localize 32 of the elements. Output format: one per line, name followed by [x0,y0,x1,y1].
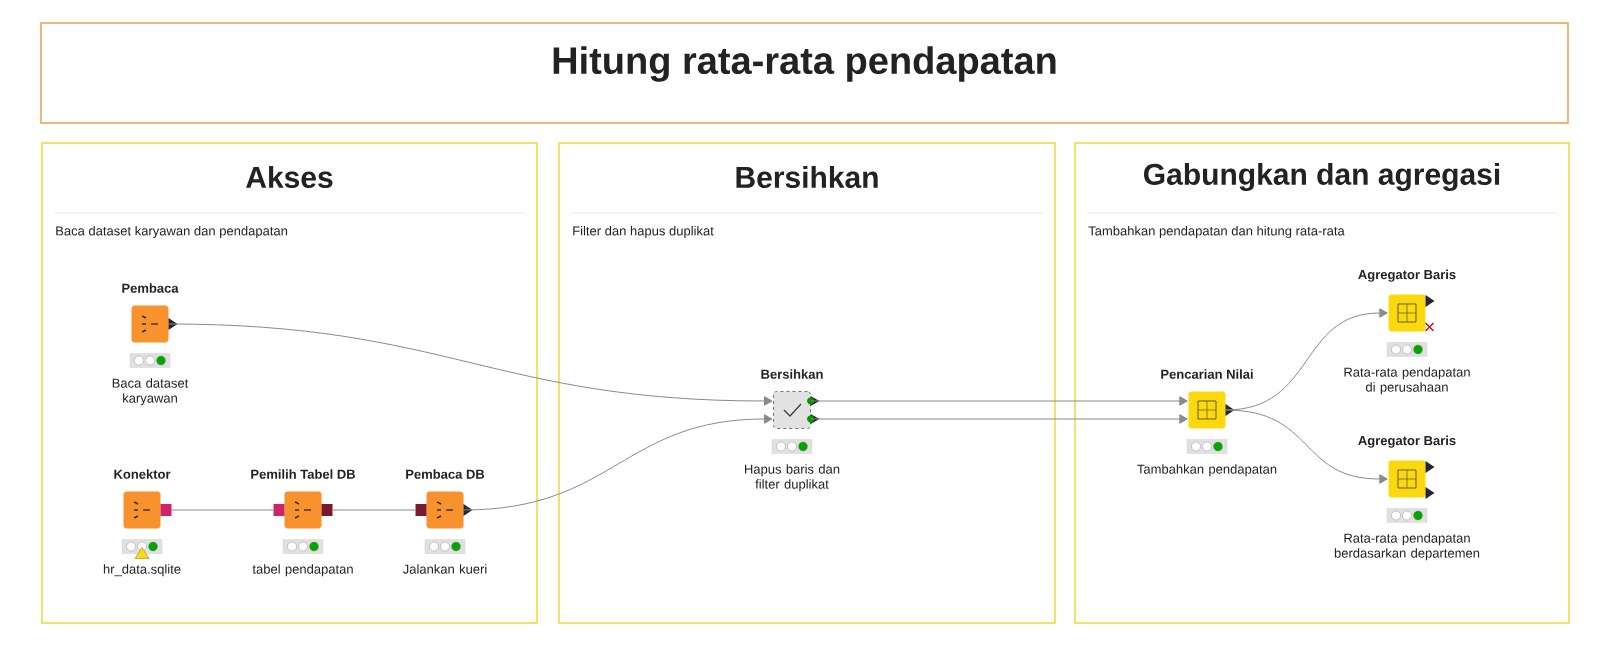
connector [171,509,274,511]
connector [168,323,773,406]
connector [463,414,773,511]
node-label: Rata-rata pendapatan berdasarkan departemen [1334,533,1480,561]
node-label: Pembaca [122,283,179,293]
title-box: Hitung rata-rata pendapatan [40,22,1569,124]
workflow-node: Pemilih Tabel DB tabel pendapatan [251,469,356,577]
node-label: Pemilih Tabel DB [251,469,356,479]
node-label: Pencarian Nilai [1161,369,1253,379]
node-label: Jalankan kueri [402,564,487,574]
node-label: Hapus baris dan filter duplikat [745,464,840,492]
workflow-node: Agregator Baris Rata-rata pendapatan berdasarkan departemen [1334,435,1480,561]
node-label: Pembaca DB [406,469,485,479]
node-label: Agregator Baris [1358,435,1456,448]
connector [810,396,1188,406]
workflow-node: Konektor hr_data.sqlite [103,469,181,577]
workflow-node: Agregator Baris Rata-rata pendapatan di perusahaan [1344,269,1470,395]
workflow-node: Pencarian Nilai Tambahkan pendapatan [1137,369,1277,477]
connector [1225,409,1388,484]
node-label: hr_data.sqlite [103,564,181,577]
node-label: Rata-rata pendapatan di perusahaan [1344,367,1470,395]
node-label: tabel pendapatan [252,564,353,577]
node-label: Bersihkan [761,369,823,379]
node-label: Agregator Baris [1358,269,1456,282]
workflow-node: Pembaca Baca dataset karyawan [112,283,189,406]
node-label: Tambahkan pendapatan [1137,464,1277,477]
workflow-node: Bersihkan Hapus baris dan filter duplikat [745,369,840,492]
node-label: Baca dataset karyawan [112,378,189,406]
node-label: Konektor [114,469,171,479]
workflow-node: Pembaca DB Jalankan kueri [402,469,487,574]
connector [332,509,416,511]
connector [810,414,1188,424]
